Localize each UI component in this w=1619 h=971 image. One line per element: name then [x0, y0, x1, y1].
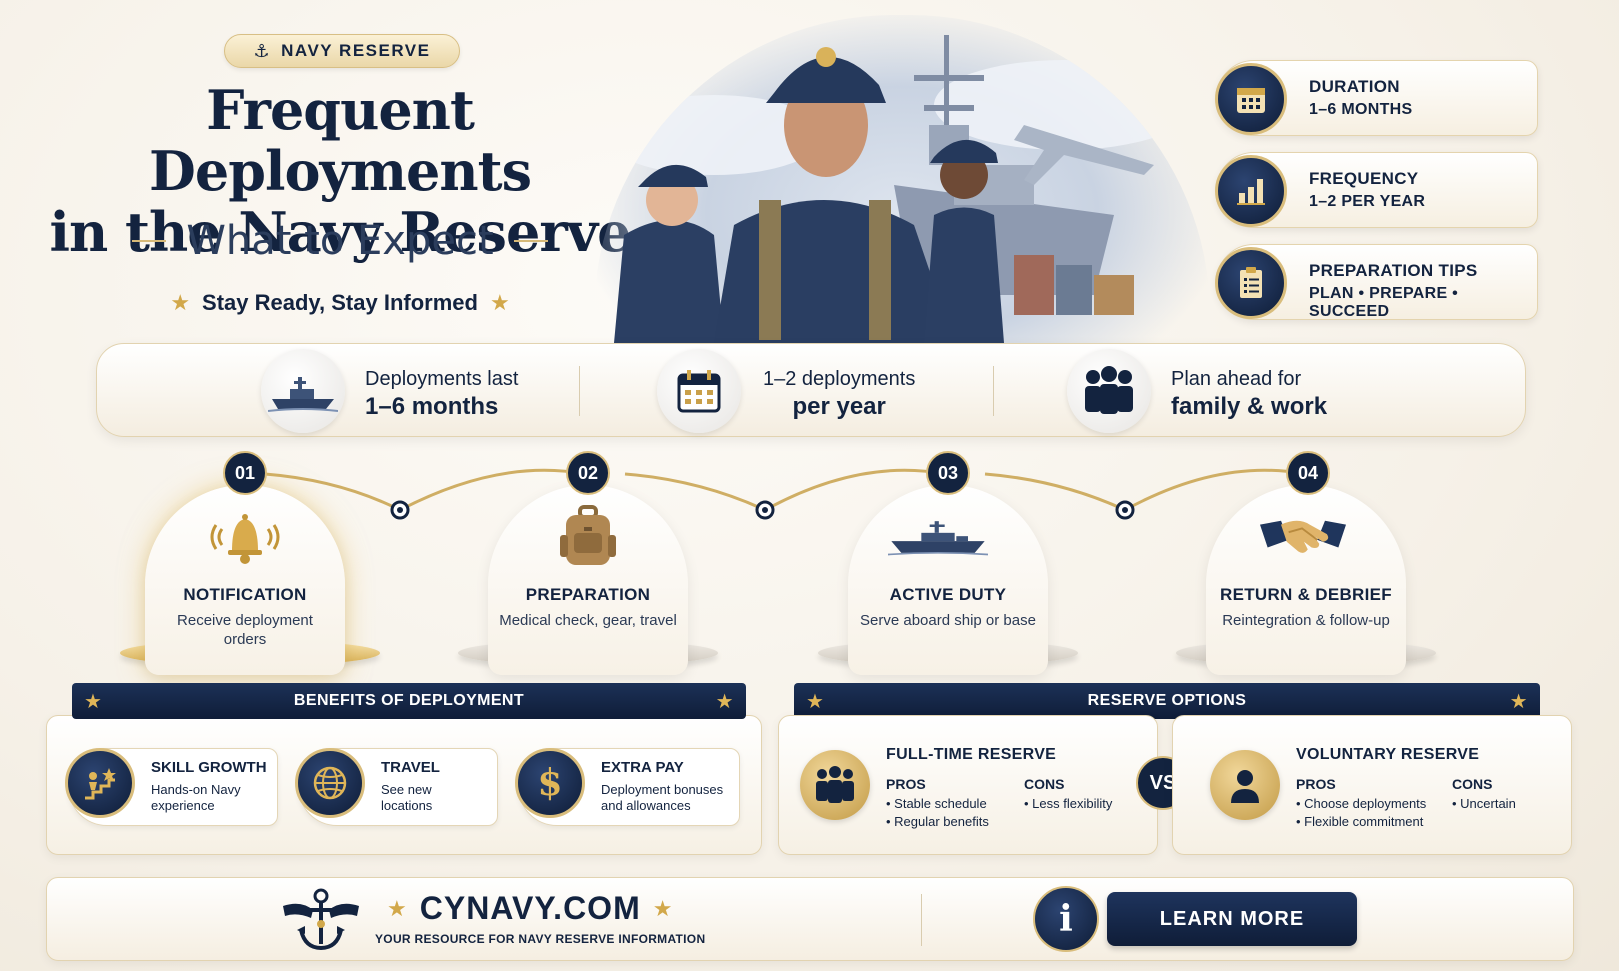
timeline-connector [264, 468, 1306, 520]
star-icon: ★ [84, 691, 103, 713]
learn-more-button[interactable]: LEARN MORE [1107, 892, 1357, 946]
divider-line [513, 240, 548, 242]
star-icon: ★ [715, 691, 734, 713]
stat-plan-ahead: Plan ahead for family & work [1171, 368, 1328, 420]
warship-icon [261, 349, 345, 433]
ship-icon [888, 505, 988, 569]
info-card-duration: DURATION 1–6 MONTHS [1215, 60, 1538, 136]
star-icon: ★ [1509, 691, 1528, 713]
sailors-ship-illustration [604, 35, 1194, 343]
stat-divider [579, 366, 580, 416]
star-icon: ★ [652, 895, 674, 921]
dollar-icon: $ [515, 748, 585, 818]
person-icon [1210, 750, 1280, 820]
step-number-02: 02 [566, 451, 610, 495]
benefits-banner: ★ BENEFITS OF DEPLOYMENT ★ [72, 683, 746, 719]
step-card-notification[interactable]: NOTIFICATION Receive deployment orders [145, 485, 345, 675]
star-icon: ★ [806, 691, 825, 713]
info-card-preparation: PREPARATION TIPS PLAN • PREPARE • SUCCEE… [1215, 244, 1538, 320]
step-card-preparation[interactable]: PREPARATION Medical check, gear, travel [488, 485, 688, 675]
bar-chart-icon [1215, 155, 1287, 227]
footer-divider [921, 894, 922, 946]
anchor-wings-logo [283, 886, 359, 952]
reserve-options-banner: ★ RESERVE OPTIONS ★ [794, 683, 1540, 719]
hero-illustration [594, 15, 1210, 343]
globe-icon [295, 748, 365, 818]
stat-frequency: 1–2 deployments per year [763, 368, 916, 420]
team-icon [800, 750, 870, 820]
family-icon [1067, 349, 1151, 433]
stat-divider [993, 366, 994, 416]
handshake-icon [1260, 505, 1346, 569]
subtitle-row: What to Expect [120, 218, 560, 264]
growth-icon [65, 748, 135, 818]
step-card-active-duty[interactable]: ACTIVE DUTY Serve aboard ship or base [848, 485, 1048, 675]
step-number-04: 04 [1286, 451, 1330, 495]
voluntary-reserve-panel [1172, 715, 1572, 855]
backpack-icon [548, 505, 628, 569]
site-name: ★ CYNAVY.COM ★ [387, 890, 674, 926]
step-number-03: 03 [926, 451, 970, 495]
bell-icon [205, 505, 285, 569]
calendar-icon [1215, 63, 1287, 135]
page-title: Frequent Deployments in the Navy Reserve [49, 78, 631, 264]
star-icon: ★ [170, 290, 191, 315]
stats-bar: Deployments last 1–6 months 1–2 deployme… [96, 343, 1526, 437]
divider-line [132, 240, 167, 242]
footer: ★ CYNAVY.COM ★ YOUR RESOURCE FOR NAVY RE… [46, 877, 1574, 961]
checklist-icon [1215, 247, 1287, 319]
info-icon[interactable]: i [1033, 886, 1099, 952]
badge-label: NAVY RESERVE [281, 41, 431, 60]
anchor-icon: ⚓ [253, 40, 272, 61]
star-icon: ★ [489, 290, 510, 315]
calendar-icon [657, 349, 741, 433]
star-icon: ★ [387, 895, 408, 921]
info-card-frequency: FREQUENCY 1–2 PER YEAR [1215, 152, 1538, 228]
navy-reserve-badge: ⚓ NAVY RESERVE [224, 34, 460, 68]
step-number-01: 01 [223, 451, 267, 495]
stat-duration: Deployments last 1–6 months [365, 368, 519, 420]
page-subtitle: What to Expect [186, 218, 494, 264]
footer-tagline: YOUR RESOURCE FOR NAVY RESERVE INFORMATI… [375, 932, 706, 946]
step-card-return-debrief[interactable]: RETURN & DEBRIEF Reintegration & follow-… [1206, 485, 1406, 675]
tagline: ★ Stay Ready, Stay Informed ★ [170, 290, 510, 315]
